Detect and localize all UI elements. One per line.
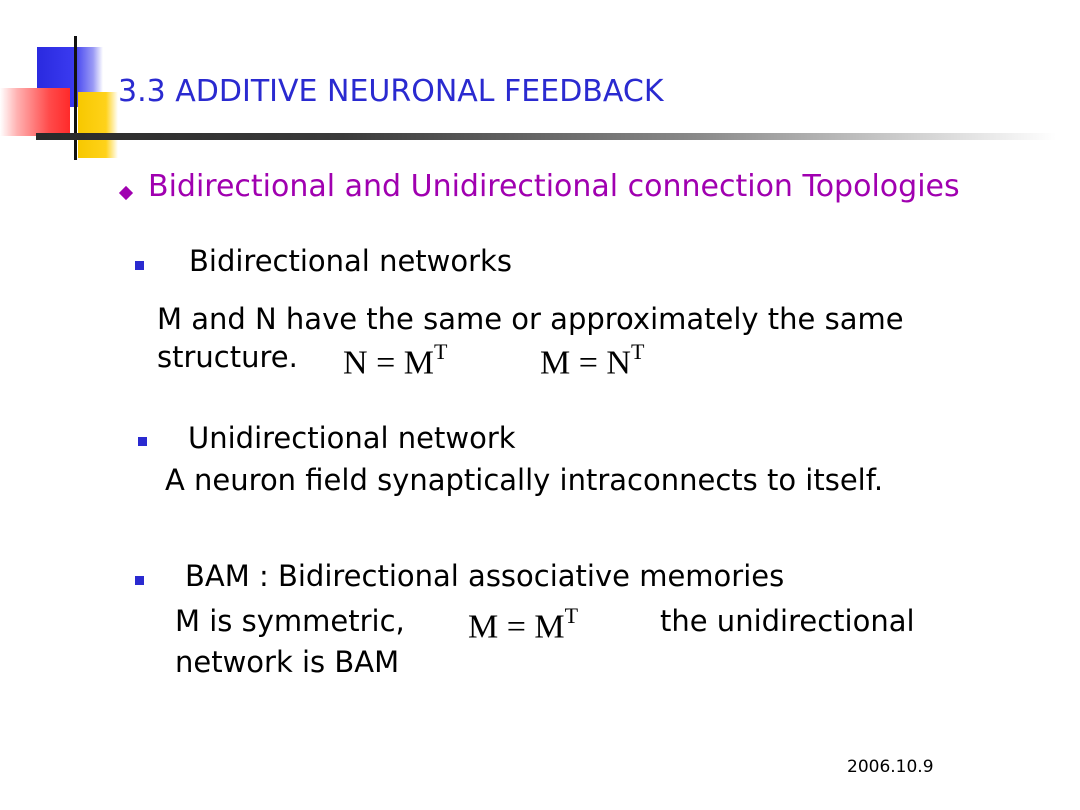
header-decoration-red-block xyxy=(0,88,70,136)
equation-m-equals-m-transpose: M = MT xyxy=(468,603,579,646)
header-decoration-yellow-block xyxy=(78,92,118,158)
bam-description-end: the unidirectional xyxy=(660,604,915,638)
bidirectional-description-line1: M and N have the same or approximately t… xyxy=(157,302,904,336)
bidirectional-heading: Bidirectional networks xyxy=(189,244,512,278)
square-bullet-icon xyxy=(135,576,144,585)
equation-m-equals-n-transpose: M = NT xyxy=(540,339,645,382)
slide-subtitle: Bidirectional and Unidirectional connect… xyxy=(148,169,960,204)
slide-title: 3.3 ADDITIVE NEURONAL FEEDBACK xyxy=(118,74,664,109)
bidirectional-description-line2: structure. xyxy=(157,340,298,374)
unidirectional-heading: Unidirectional network xyxy=(188,421,516,455)
diamond-bullet-icon xyxy=(118,185,134,201)
header-decoration-vertical-line xyxy=(74,36,77,160)
equation-n-equals-m-transpose: N = MT xyxy=(343,339,448,382)
unidirectional-description: A neuron field synaptically intraconnect… xyxy=(165,463,884,497)
square-bullet-icon xyxy=(138,437,147,446)
header-underline xyxy=(36,133,1056,140)
square-bullet-icon xyxy=(135,261,144,270)
slide-date: 2006.10.9 xyxy=(847,757,934,777)
bam-description-line2: network is BAM xyxy=(175,645,400,679)
bam-heading: BAM : Bidirectional associative memories xyxy=(185,559,785,593)
bam-description-start: M is symmetric, xyxy=(175,604,405,638)
